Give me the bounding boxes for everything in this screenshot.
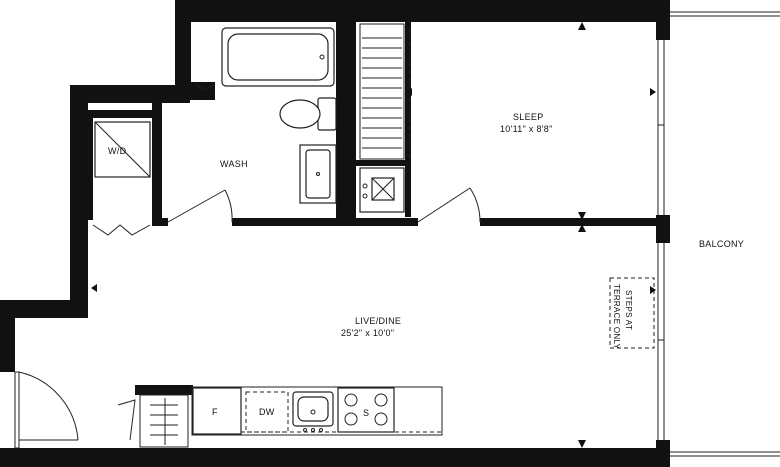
wd-label: W/D bbox=[108, 146, 127, 156]
steps-note-line2: TERRACE ONLY bbox=[612, 284, 621, 350]
room-dims-live-dine: 25'2" x 10'0" bbox=[341, 328, 394, 338]
mechanical-unit bbox=[359, 167, 405, 213]
doors bbox=[14, 83, 481, 449]
kitchen-counter: F DW S bbox=[191, 386, 443, 436]
dishwasher-label: DW bbox=[259, 407, 275, 417]
balcony-outline bbox=[657, 11, 780, 457]
bathtub bbox=[221, 27, 335, 87]
stove-label: S bbox=[363, 408, 369, 418]
room-dims-sleep: 10'11" x 8'8" bbox=[500, 124, 553, 134]
room-label-live-dine: LIVE/DINE bbox=[355, 316, 401, 326]
toilet bbox=[279, 97, 337, 131]
entry-closet bbox=[117, 394, 189, 448]
elevation-arrows bbox=[91, 22, 656, 448]
closet-shelving bbox=[359, 23, 411, 160]
vanity-sink bbox=[299, 144, 337, 204]
walls bbox=[0, 0, 670, 467]
room-label-balcony: BALCONY bbox=[699, 239, 744, 249]
room-label-wash: WASH bbox=[220, 159, 248, 169]
room-label-sleep: SLEEP bbox=[513, 112, 544, 122]
steps-note-line1: STEPS AT bbox=[624, 290, 633, 330]
fridge-label: F bbox=[212, 407, 218, 417]
washer-dryer: W/D bbox=[94, 121, 151, 178]
terrace-steps: STEPS AT TERRACE ONLY bbox=[609, 277, 655, 350]
